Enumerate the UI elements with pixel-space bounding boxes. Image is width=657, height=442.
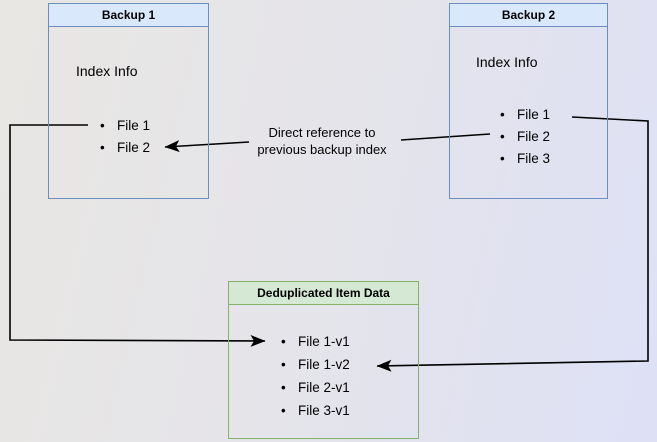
- backup1-box: Backup 1 Index Info File 1 File 2: [48, 3, 209, 199]
- backup2-index-info-label: Index Info: [476, 54, 538, 70]
- direct-reference-annotation: Direct reference to previous backup inde…: [239, 124, 405, 158]
- list-item: File 3-v1: [280, 399, 350, 422]
- annotation-line-2: previous backup index: [257, 142, 387, 157]
- list-item: File 3: [499, 148, 550, 170]
- backup1-file-list: File 1 File 2: [99, 115, 150, 159]
- deduplicated-item-data-box: Deduplicated Item Data File 1-v1 File 1-…: [228, 281, 419, 439]
- backup2-file-list: File 1 File 2 File 3: [499, 104, 550, 170]
- backup2-box: Backup 2 Index Info File 1 File 2 File 3: [449, 3, 608, 199]
- list-item: File 2: [99, 137, 150, 159]
- dedup-title: Deduplicated Item Data: [229, 282, 418, 305]
- backup2-title: Backup 2: [450, 4, 607, 27]
- list-item: File 1: [99, 115, 150, 137]
- list-item: File 1-v1: [280, 330, 350, 353]
- annotation-line-1: Direct reference to: [268, 125, 376, 140]
- backup1-title: Backup 1: [49, 4, 208, 27]
- dedup-item-list: File 1-v1 File 1-v2 File 2-v1 File 3-v1: [280, 330, 350, 422]
- list-item: File 2-v1: [280, 376, 350, 399]
- list-item: File 1-v2: [280, 353, 350, 376]
- list-item: File 2: [499, 126, 550, 148]
- list-item: File 1: [499, 104, 550, 126]
- backup1-index-info-label: Index Info: [76, 63, 138, 79]
